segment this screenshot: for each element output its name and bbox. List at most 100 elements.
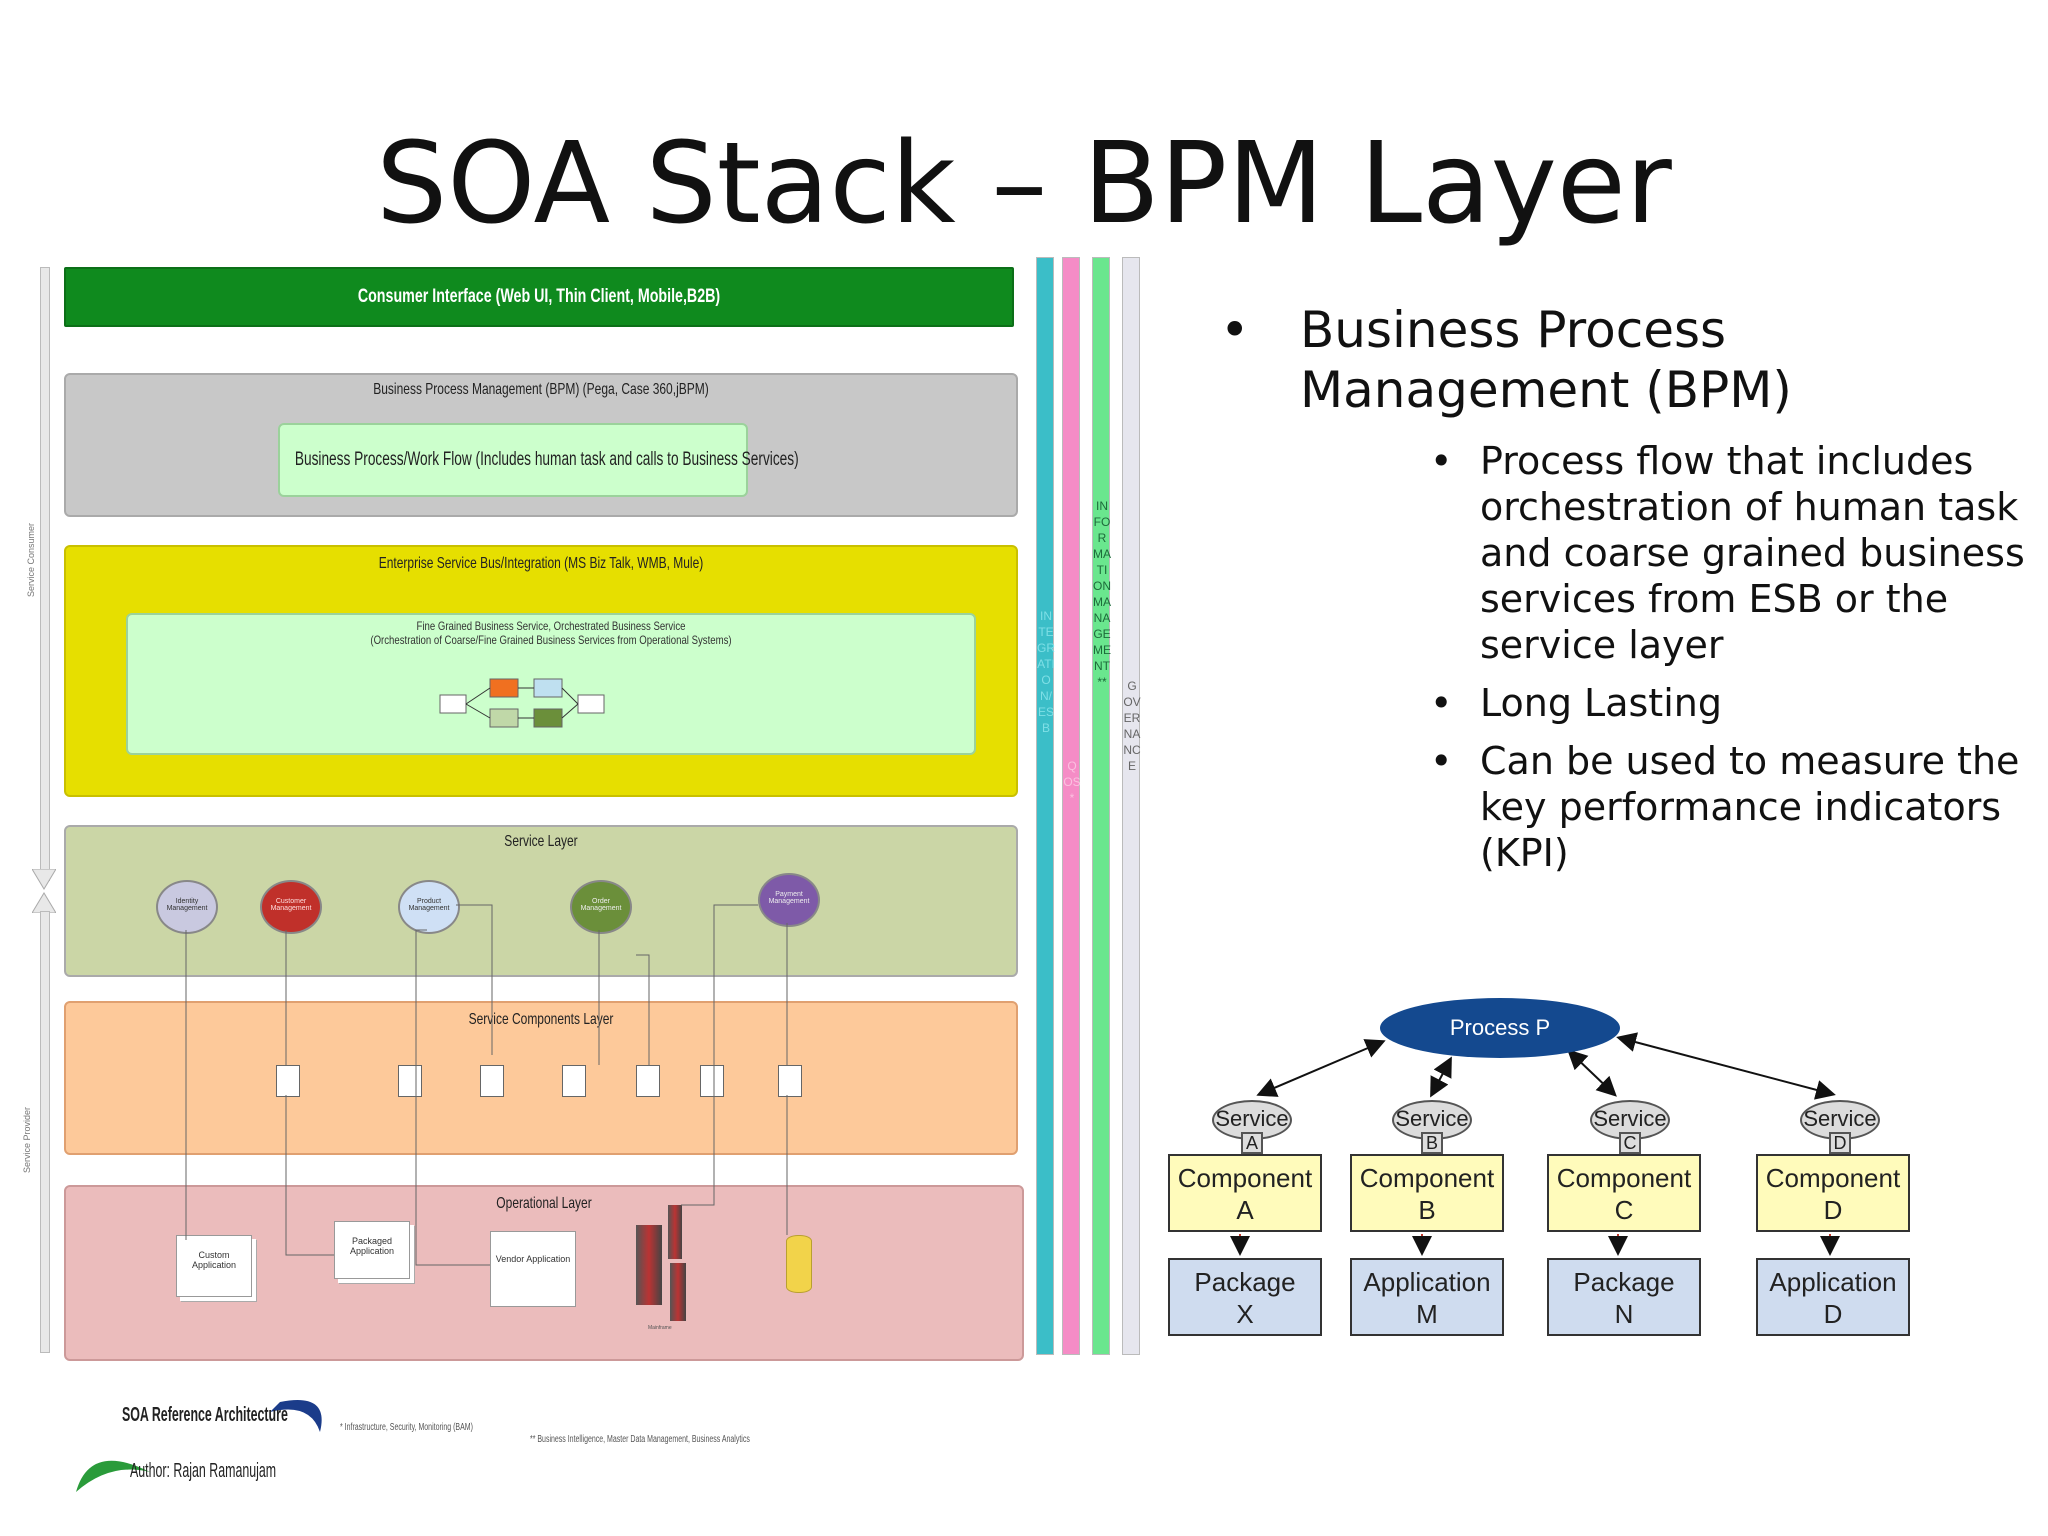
service-product-label: Product Management [408,898,450,912]
component-c-id: C [1614,1195,1634,1225]
vendor-application-box: Vendor Application [490,1231,576,1307]
vendor-application-label: Vendor Application [495,1254,571,1264]
component-a-label: Component [1177,1163,1313,1193]
bullet-dot-icon: • [1430,681,1453,725]
custom-application-box: Custom Application [176,1235,252,1297]
integration-esb-bar: INTEGRATION/ESB [1036,257,1055,1355]
footnote-business-intelligence: ** Business Intelligence, Master Data Ma… [530,1434,750,1445]
down-arrow-icon [32,869,56,890]
application-m-id: M [1416,1299,1438,1329]
governance-label: GOVERNANCE [1123,679,1141,773]
bullet-main: •Business Process Management (BPM) [1220,300,2040,420]
service-c-label: Service [1593,1106,1667,1131]
reference-architecture-footer: SOA Reference Architecture Author: Rajan… [70,1382,820,1502]
service-b-id: B [1425,1133,1438,1153]
mainframe-server-icon [670,1263,686,1321]
component-icon [700,1065,724,1097]
mainframe-label: Mainframe [648,1325,672,1331]
bpm-workflow-box: Business Process/Work Flow (Includes hum… [278,423,799,497]
qos-bar: QOS* [1062,257,1081,1355]
information-management-label: INFORMATION MANAGEMENT** [1093,499,1111,689]
component-d-label: Component [1765,1163,1901,1193]
service-identity-label: Identity Management [166,898,208,912]
custom-application-label: Custom Application [191,1250,237,1270]
component-icon [636,1065,660,1097]
up-arrow-icon [32,892,56,913]
service-consumer-label: Service Consumer [26,522,37,598]
bullet-dot-icon: • [1430,739,1453,783]
bpm-layer-title: Business Process Management (BPM) (Pega,… [373,381,709,398]
esb-layer: Enterprise Service Bus/Integration (MS B… [64,545,1018,797]
component-c-label: Component [1556,1163,1692,1193]
service-identity: Identity Management [156,880,218,934]
esb-layer-title: Enterprise Service Bus/Integration (MS B… [378,555,704,572]
bullet-sub-1-text: Process flow that includes orchestration… [1480,439,2025,667]
component-icon [480,1065,504,1097]
application-d-id: D [1823,1299,1843,1329]
component-b-id: B [1418,1195,1436,1225]
author-label: Author: Rajan Ramanujam [130,1460,277,1482]
service-d-label: Service [1803,1106,1877,1131]
package-n-id: N [1614,1299,1634,1329]
bullet-sub-1: • Process flow that includes orchestratio… [1430,438,2040,668]
mainframe-server-icon [636,1225,662,1305]
integration-esb-label: INTEGRATION/ESB [1037,609,1055,735]
database-icon [786,1235,812,1293]
bullet-list: •Business Process Management (BPM) •Proc… [1220,300,2040,876]
consumer-interface-label: Consumer Interface (Web UI, Thin Client,… [357,286,721,307]
component-icon [778,1065,802,1097]
service-order: Order Management [570,880,632,934]
consumer-interface-layer: Consumer Interface (Web UI, Thin Client,… [64,267,1014,327]
application-d-label: Application [1769,1267,1897,1297]
connector-lines [185,904,788,1266]
service-payment: Payment Management [758,873,820,927]
bpm-layer: Business Process Management (BPM) (Pega,… [64,373,1018,517]
governance-bar: GOVERNANCE [1122,257,1141,1355]
service-c-tab: C [1619,1132,1641,1154]
bullet-sub-2: • Long Lasting [1430,680,2040,726]
component-icon [276,1065,300,1097]
process-p-label: Process P [1449,1015,1551,1040]
bullet-sub-3: • Can be used to measure the key performa… [1430,738,2040,876]
service-c-id: C [1623,1133,1637,1153]
service-product: Product Management [398,880,460,934]
service-b-tab: B [1421,1132,1443,1154]
information-management-bar: INFORMATION MANAGEMENT** [1092,257,1111,1355]
service-provider-label: Service Provider [22,1106,33,1174]
qos-label: QOS* [1063,759,1081,805]
bullet-main-text: Business Process Management (BPM) [1300,301,1792,419]
slide-title: SOA Stack – BPM Layer [376,119,1672,249]
component-a-id: A [1236,1195,1254,1225]
service-components-title: Service Components Layer [468,1011,614,1028]
service-layer: Service Layer [64,825,1018,977]
provider-arrow [40,911,50,1353]
service-customer: Customer Management [260,880,322,934]
process-p-node: Process P [1380,998,1620,1058]
bullet-dot-icon: • [1430,439,1453,483]
esb-orchestration-box: Fine Grained Business Service, Orchestra… [126,613,976,755]
service-d-id: D [1833,1133,1847,1153]
component-d-id: D [1823,1195,1843,1225]
esb-inner-line1: Fine Grained Business Service, Orchestra… [416,619,686,633]
bullet-sub-3-text: Can be used to measure the key performan… [1480,739,2020,875]
service-a-id: A [1245,1133,1258,1153]
service-d-tab: D [1829,1132,1851,1154]
packaged-application-label: Packaged Application [349,1236,395,1256]
component-b-label: Component [1359,1163,1495,1193]
service-customer-label: Customer Management [270,898,312,912]
service-a-label: Service [1215,1106,1289,1131]
process-arrows [1230,1032,1840,1256]
service-payment-label: Payment Management [768,891,810,905]
mainframe-server-icon [668,1205,682,1259]
bullet-sub-2-text: Long Lasting [1480,681,1722,725]
package-x-id: X [1236,1299,1254,1329]
service-layer-title: Service Layer [504,833,578,850]
bpm-workflow-label: Business Process/Work Flow (Includes hum… [294,449,799,470]
